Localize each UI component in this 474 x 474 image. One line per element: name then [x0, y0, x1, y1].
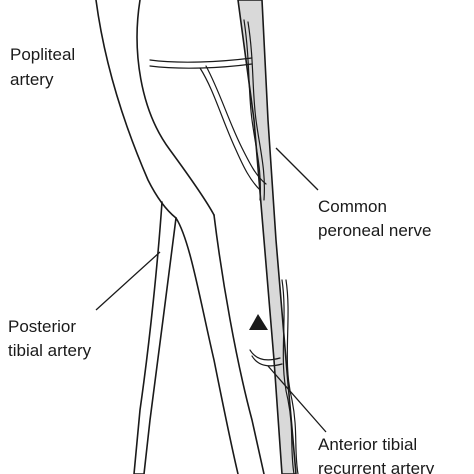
label-posterior-line2: tibial artery [8, 341, 92, 360]
label-anterior-line1: Anterior tibial [318, 435, 417, 454]
upper-branch-vessel [149, 57, 253, 69]
leader-anterior [267, 365, 327, 433]
posterior-tibial-artery-edge [133, 201, 163, 474]
popliteal-artery-medial-edge [136, 0, 215, 216]
leader-posterior [95, 251, 161, 311]
common-peroneal-nerve [237, 0, 297, 474]
upper-branch-descending [199, 65, 267, 191]
marker-triangle [249, 314, 268, 330]
label-popliteal-line1: Popliteal [10, 45, 75, 64]
leader-nerve [275, 147, 319, 191]
label-posterior-line1: Posterior [8, 317, 76, 336]
label-nerve-line2: peroneal nerve [318, 221, 431, 240]
anterior-tibial-artery-edge [175, 217, 239, 474]
label-nerve-line1: Common [318, 197, 387, 216]
nerve-vessel-upper [243, 19, 265, 201]
nerve-vessel-lower [281, 279, 299, 474]
popliteal-artery [95, 0, 177, 219]
anterior-tibial-recurrent-artery [249, 349, 283, 367]
posterior-tibial-artery [143, 217, 177, 474]
label-anterior-line2: recurrent artery [318, 459, 435, 474]
anterior-tibial-artery [213, 214, 265, 474]
label-popliteal-line2: artery [10, 70, 54, 89]
